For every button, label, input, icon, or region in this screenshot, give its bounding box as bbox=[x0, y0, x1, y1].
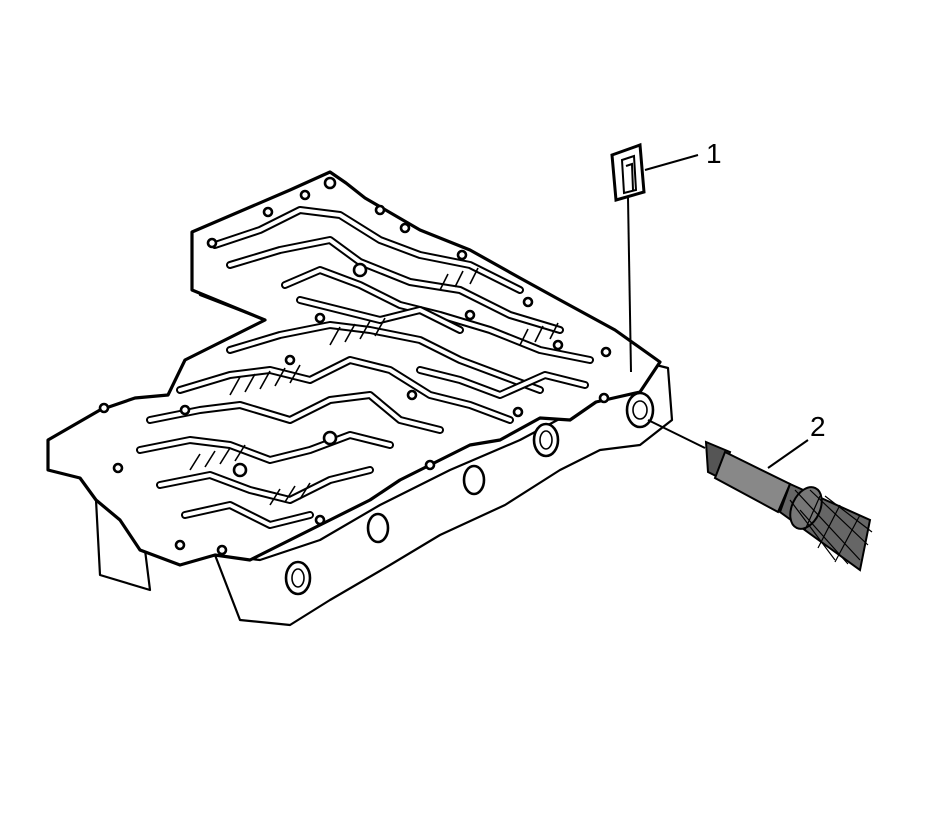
valve-bores bbox=[284, 391, 655, 596]
callout-2-leader bbox=[767, 439, 809, 469]
bolt-holes bbox=[98, 176, 612, 556]
fluid-passages bbox=[136, 206, 594, 529]
valve-body bbox=[46, 170, 674, 627]
land-ridges bbox=[189, 267, 559, 506]
callout-1-label: 1 bbox=[706, 138, 722, 169]
valve-body-top-plate bbox=[46, 170, 662, 567]
callout-2-label: 2 bbox=[810, 411, 826, 442]
target-bore bbox=[625, 391, 655, 429]
callout-1-leader bbox=[644, 154, 699, 171]
retainer-clip bbox=[610, 142, 646, 373]
valve-sleeve bbox=[647, 419, 873, 572]
